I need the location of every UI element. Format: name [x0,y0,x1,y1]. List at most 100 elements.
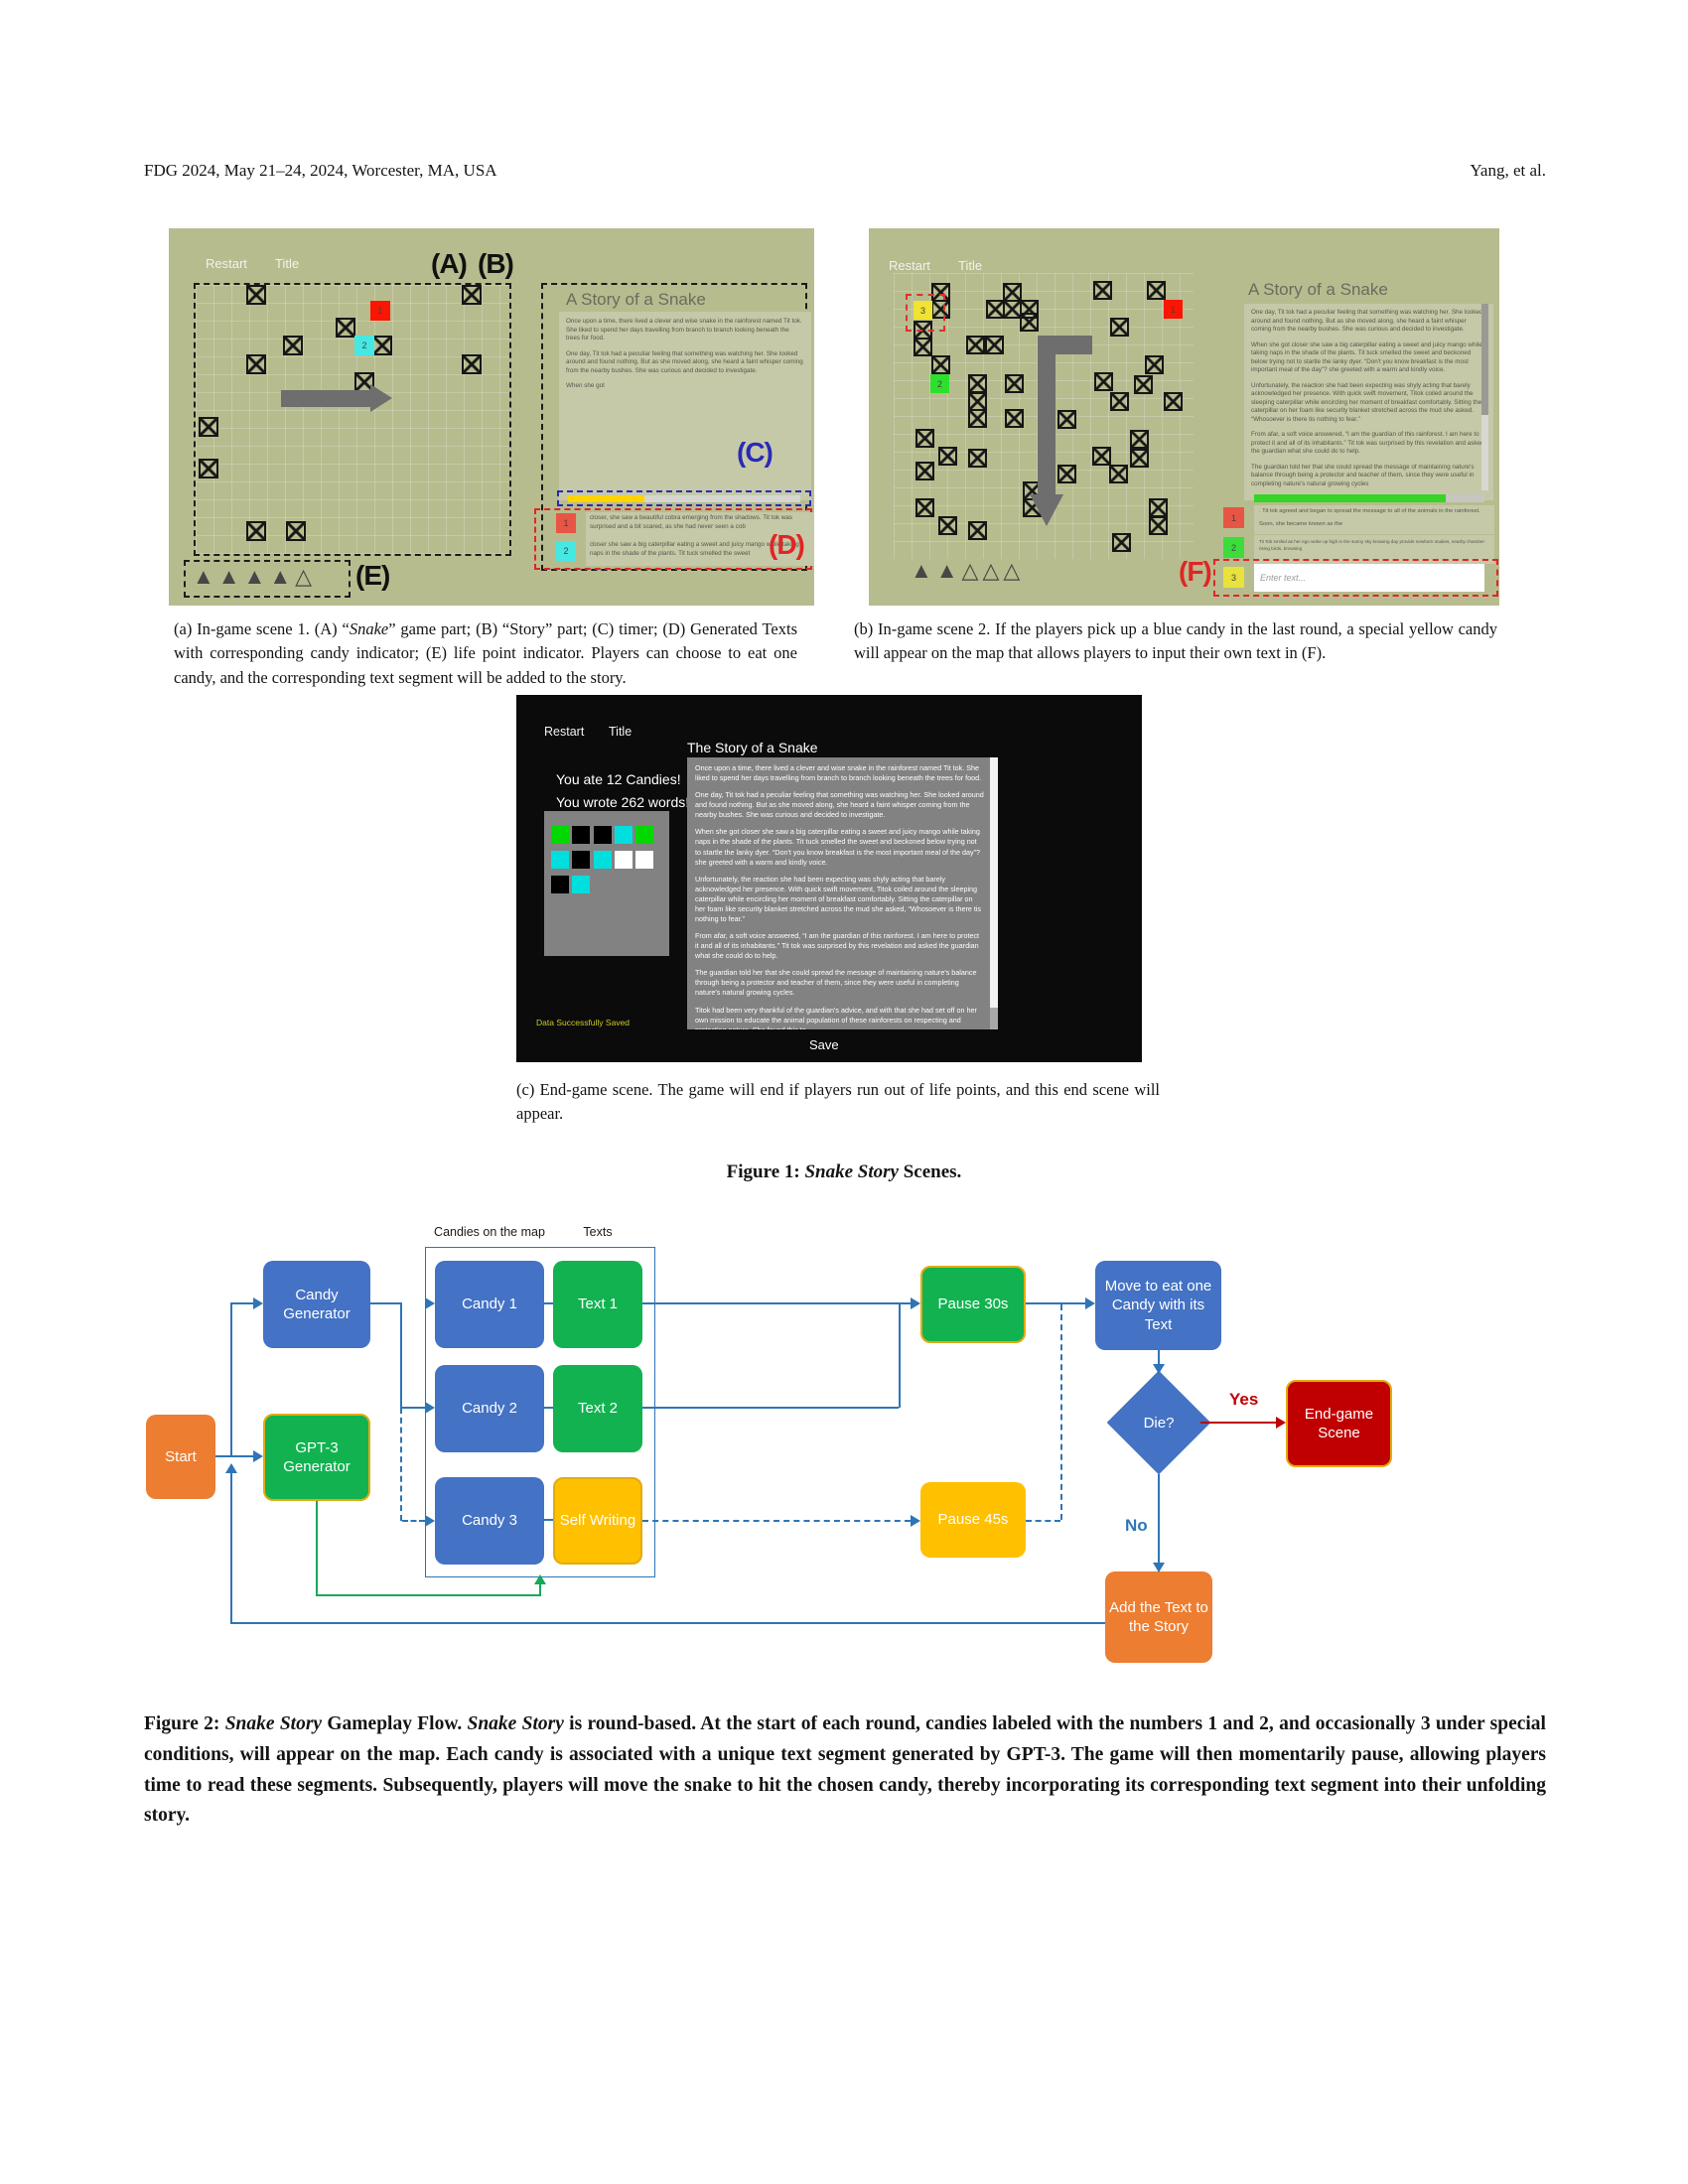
restart-button[interactable]: Restart [544,725,585,739]
candy-history-cell-black [572,851,591,869]
flow-connector-yes [1200,1422,1278,1424]
caption-c: (c) End-game scene. The game will end if… [516,1080,1160,1124]
obstacle [1057,410,1076,429]
flow-connector-dashed [1026,1520,1060,1522]
flow-header-candies: Candies on the map [434,1225,545,1239]
story-scrollbar[interactable] [1481,304,1488,490]
candy-history-cell-black [551,876,569,893]
flow-node-move-to-eat: Move to eat one Candy with its Text [1095,1261,1221,1350]
map-candy-3: 3 [914,301,932,320]
obstacle [1110,392,1129,411]
obstacle [931,355,950,374]
map-candy-2: 2 [354,336,374,355]
story-paragraph: Once upon a time, there lived a clever a… [566,318,802,341]
flow-arrow [253,1297,263,1309]
flow-node-text2: Text 2 [553,1365,642,1452]
title-button[interactable]: Title [958,258,983,273]
obstacle [1164,392,1183,411]
flow-connector-dashed [402,1520,425,1522]
scrollbar-thumb[interactable] [990,757,998,1008]
flow-node-pause-30s: Pause 30s [920,1266,1026,1343]
story-paragraph: One day, Tit tok had a peculiar feeling … [566,349,803,374]
obstacle [1093,281,1112,300]
flow-arrow [425,1297,435,1309]
caption-a: (a) In-game scene 1. (A) “Snake” game pa… [174,617,797,690]
timer-fill [568,495,645,502]
candy-history-cell-cyan [572,876,591,893]
flow-arrow [1153,1364,1165,1374]
figure2-caption-text: is round-based. At the start of each rou… [144,1713,1546,1827]
generated-text-line: . Tit tok agreed and began to spread the… [1259,508,1480,514]
generated-text-2[interactable]: closer she saw a big caterpillar eating … [586,539,814,566]
title-button[interactable]: Title [609,725,633,739]
candy-history-cell-white [635,851,654,869]
annotation-F: (F) [1179,556,1212,587]
generated-text-1[interactable]: . Tit tok agreed and began to spread the… [1254,505,1494,534]
candy-indicator-2: 2 [1223,537,1244,558]
flow-node-end-game-scene: End-game Scene [1286,1380,1392,1467]
life-point-indicator: ▲▲△△△ [911,558,1025,583]
caption-a-text: (a) In-game scene 1. (A) “ [174,619,350,638]
obstacle [1109,465,1128,483]
end-story-title: The Story of a Snake [687,740,818,755]
generated-text-1[interactable]: closer, she saw a beautiful cobra emergi… [586,512,814,539]
figure2-caption: Figure 2: Snake Story Gameplay Flow. Sna… [144,1709,1546,1832]
figure1-caption-prefix: Figure 1: [726,1161,805,1182]
annotation-B: (B) [478,248,514,279]
flow-connector [400,1303,402,1408]
title-button[interactable]: Title [275,256,300,271]
edge-label-yes: Yes [1229,1390,1259,1409]
flow-connector [642,1302,899,1304]
scrollbar-thumb[interactable] [1481,304,1488,415]
die-label: Die? [1143,1414,1175,1432]
timer-border [557,490,811,506]
annotation-D: (D) [769,529,805,560]
obstacle [1149,498,1168,517]
snake-head [370,384,392,412]
obstacle [985,336,1004,354]
flow-connector [642,1407,899,1409]
story-paragraph: From afar, a soft voice answered, “I am … [1251,431,1484,455]
flow-connector [899,1302,913,1304]
figure1-caption-italic: Snake Story [804,1161,899,1182]
flow-connector [230,1303,232,1455]
flow-node-text1: Text 1 [553,1261,642,1348]
flow-node-candy-generator: Candy Generator [263,1261,370,1348]
candies-eaten-stat: You ate 12 Candies! [556,771,681,787]
save-button[interactable]: Save [809,1037,839,1052]
flow-arrow [225,1463,237,1473]
restart-button[interactable]: Restart [206,256,247,271]
restart-button[interactable]: Restart [889,258,930,273]
flow-connector [1026,1302,1085,1304]
life-point-border [184,560,351,598]
candy-history-cell-cyan [593,851,612,869]
self-writing-input[interactable] [1254,564,1484,592]
candy-highlight-box [906,294,945,332]
flow-connector [899,1303,901,1408]
flow-node-candy2: Candy 2 [435,1365,544,1452]
flow-connector-dashed [400,1408,402,1521]
flow-arrow [911,1297,920,1309]
flow-connector-gpt3 [316,1594,541,1596]
flow-connector [215,1455,257,1457]
figure1-caption: Figure 1: Snake Story Scenes. [0,1161,1688,1183]
annotation-E: (E) [355,560,390,591]
flow-connector-gpt3 [539,1582,541,1596]
snake-body [281,390,370,407]
annotation-C: (C) [737,437,774,468]
timer-track [568,495,800,502]
obstacle [968,449,987,468]
end-story-scrollbar[interactable] [990,757,998,1029]
candy-history-cell-green [635,826,654,844]
obstacle [1092,447,1111,466]
obstacle [1020,313,1039,332]
flow-arrow [253,1450,263,1462]
map-candy-1: 1 [370,301,390,321]
figure2-caption-italic: Snake Story [224,1713,323,1734]
candy-indicator-2: 2 [556,541,576,561]
obstacle [915,462,934,480]
story-paragraph: The guardian told her that she could spr… [695,968,977,998]
flow-connector-dashed [1060,1304,1062,1520]
obstacle [1094,372,1113,391]
